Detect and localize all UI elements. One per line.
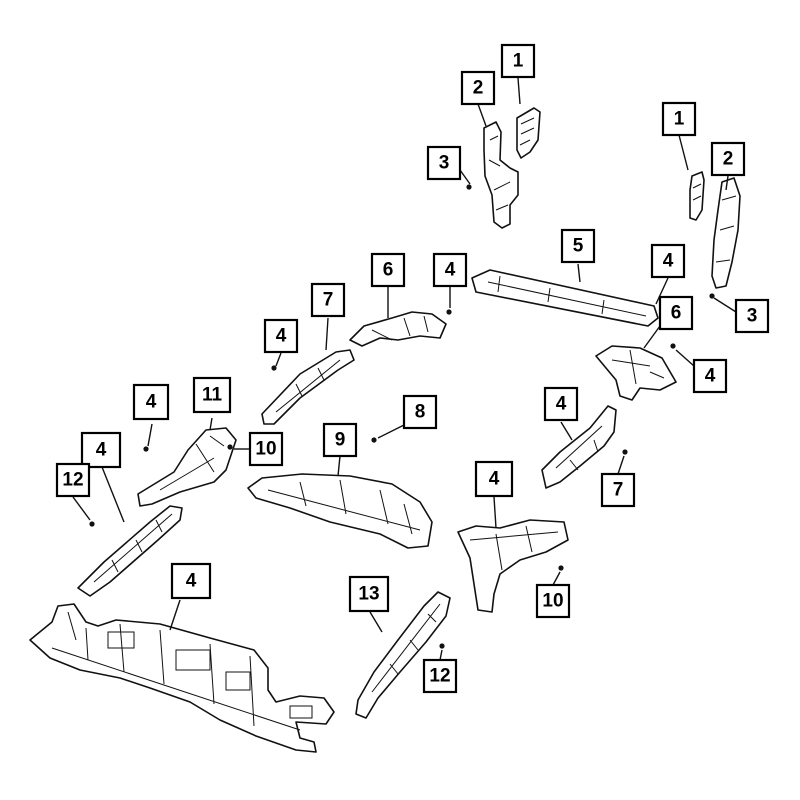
callout-4-upper-right: 4 — [650, 243, 686, 279]
part-2-left — [483, 121, 519, 229]
part-13-rear-panel — [29, 603, 335, 753]
svg-text:9: 9 — [335, 430, 346, 451]
callout-4-top-center: 4 — [432, 252, 468, 288]
callout-2-upper-right: 2 — [710, 141, 746, 177]
svg-text:4: 4 — [489, 469, 500, 490]
svg-text:4: 4 — [96, 440, 107, 461]
svg-text:6: 6 — [671, 303, 682, 324]
svg-text:3: 3 — [439, 153, 450, 174]
callout-13: 4 — [170, 562, 212, 600]
part-10-left — [137, 427, 237, 507]
svg-text:4: 4 — [146, 392, 157, 413]
svg-text:1: 1 — [674, 109, 685, 130]
callout-3-upper-left: 3 — [426, 145, 462, 181]
part-2-right — [711, 177, 741, 289]
callout-5: 5 — [560, 228, 596, 264]
callout-8: 9 — [322, 422, 358, 458]
callout-4-left-lower: 12 — [55, 462, 91, 498]
part-10-right — [457, 519, 569, 613]
fasteners — [89, 184, 715, 649]
leader-lines — [72, 77, 737, 661]
svg-text:4: 4 — [276, 326, 287, 347]
svg-text:2: 2 — [473, 78, 484, 99]
callout-4-bottom: 12 — [422, 658, 458, 694]
svg-text:4: 4 — [663, 251, 674, 272]
callout-1-upper-left: 1 — [500, 43, 536, 79]
svg-text:5: 5 — [573, 236, 584, 257]
svg-text:8: 8 — [415, 402, 426, 423]
callout-4-right-middle: 4 — [692, 358, 728, 394]
svg-text:4: 4 — [445, 260, 456, 281]
part-12-left — [77, 505, 183, 597]
part-7-lower — [541, 405, 617, 489]
svg-text:4: 4 — [705, 366, 716, 387]
svg-text:7: 7 — [613, 480, 624, 501]
part-1-left — [516, 107, 541, 159]
callout-3-upper-right: 3 — [734, 298, 770, 334]
svg-text:2: 2 — [723, 149, 734, 170]
callout-2-upper-left: 2 — [460, 70, 496, 106]
callout-6-upper: 6 — [370, 252, 406, 288]
svg-text:12: 12 — [62, 470, 83, 491]
callout-4-right-lower: 7 — [600, 472, 636, 508]
part-5-rail — [471, 269, 659, 327]
svg-text:10: 10 — [255, 439, 276, 460]
callout-10-left: 11 — [192, 376, 232, 414]
svg-text:7: 7 — [323, 290, 334, 311]
svg-text:11: 11 — [202, 385, 223, 406]
callout-4-lower-right: 10 — [535, 583, 571, 619]
svg-text:4: 4 — [556, 394, 567, 415]
callout-6-right: 6 — [658, 295, 694, 331]
callout-4-left-upper: 4 — [263, 318, 299, 354]
part-6-right — [595, 345, 677, 401]
part-8-crossmember — [247, 473, 433, 549]
callout-12-left: 4 — [80, 431, 122, 469]
callout-7-lower: 4 — [543, 386, 579, 422]
callout-4-center: 8 — [402, 394, 438, 430]
svg-text:13: 13 — [358, 584, 379, 605]
svg-text:1: 1 — [513, 51, 524, 72]
part-7-upper — [261, 349, 355, 425]
svg-text:3: 3 — [747, 306, 758, 327]
part-6-upper — [349, 311, 447, 347]
callout-1-upper-right: 1 — [661, 101, 697, 137]
callout-11: 4 — [132, 383, 170, 421]
svg-text:12: 12 — [429, 666, 450, 687]
svg-text:6: 6 — [383, 260, 394, 281]
svg-text:10: 10 — [542, 591, 563, 612]
callout-9: 10 — [248, 431, 284, 467]
callout-12-right: 13 — [348, 575, 390, 613]
part-1-right — [689, 171, 705, 221]
svg-text:4: 4 — [186, 571, 197, 592]
callout-7-upper: 7 — [310, 282, 346, 318]
callout-10-right: 4 — [474, 460, 514, 498]
part-12-right — [355, 591, 451, 719]
